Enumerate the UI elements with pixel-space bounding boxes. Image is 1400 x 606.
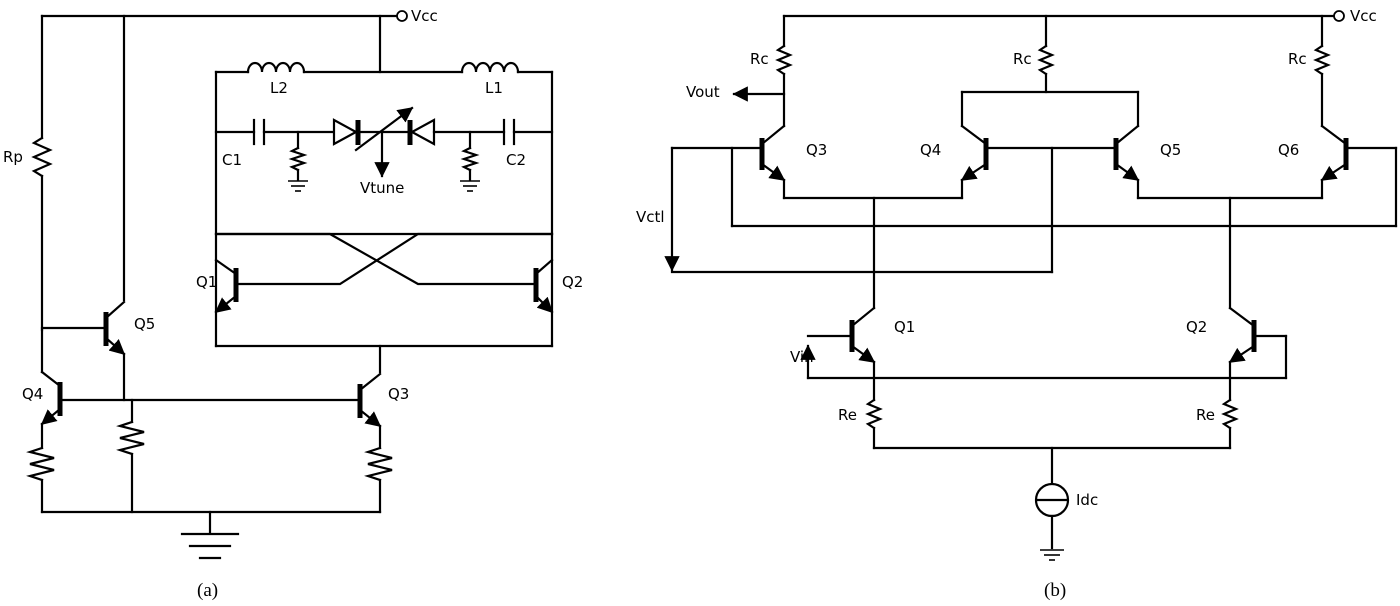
vcc-terminal-b <box>1333 10 1345 22</box>
re-label-left: Re <box>838 406 857 424</box>
q5-label-b: Q5 <box>1160 141 1181 159</box>
rp-resistor: Rp <box>3 14 53 332</box>
rp-label: Rp <box>3 148 23 166</box>
q3-label-b: Q3 <box>806 141 827 159</box>
q5-label-a: Q5 <box>134 315 155 333</box>
idc-current-source: Idc <box>1034 446 1098 561</box>
caption-b: (b) <box>1044 580 1066 601</box>
vcc-label-b: Vcc <box>1350 7 1377 25</box>
rc-label-right: Rc <box>1288 50 1307 68</box>
q6-label-b: Q6 <box>1278 141 1299 159</box>
rc-label-left: Rc <box>750 50 769 68</box>
q2-transistor-b: Q2 <box>1186 306 1288 402</box>
vout-output: Vout <box>686 83 786 102</box>
q4-label-b: Q4 <box>920 141 941 159</box>
l1-label: L1 <box>485 79 503 97</box>
cross-coupled-pair: Q1 Q2 <box>196 232 583 348</box>
q3-transistor-b: Q3 <box>759 124 827 200</box>
vin-label: Vin <box>790 348 814 366</box>
caption-a: (a) <box>197 580 218 601</box>
vcc-label-a: Vcc <box>411 7 438 25</box>
q4-emitter-resistor <box>26 422 55 514</box>
vcc-rail-a: Vcc <box>40 7 438 74</box>
diagram-b: Vcc Rc Rc Rc Vout <box>636 7 1398 601</box>
q4-label-a: Q4 <box>22 385 43 403</box>
c2-label: C2 <box>506 151 526 169</box>
q6-transistor-b: Q6 <box>1278 124 1349 200</box>
q2-label-a: Q2 <box>562 273 583 291</box>
q4-transistor-a: Q4 <box>22 328 362 426</box>
capacitor-varactor-row: C1 Vtune <box>214 106 554 197</box>
vtune-label: Vtune <box>360 179 404 197</box>
middle-bias-resistor <box>116 398 145 514</box>
q4-transistor-b: Q4 <box>920 124 989 200</box>
re-label-right: Re <box>1196 406 1215 424</box>
re-resistors: Re Re <box>838 398 1239 450</box>
q3-transistor-a: Q3 <box>357 344 409 514</box>
vctl-label: Vctl <box>636 208 665 226</box>
q1-label-b: Q1 <box>894 318 915 336</box>
q1-transistor-b: Q1 <box>806 306 915 402</box>
rc-label-middle: Rc <box>1013 50 1032 68</box>
vout-label: Vout <box>686 83 720 101</box>
base-wiring: Vctl <box>636 146 1398 274</box>
q5-transistor-b: Q5 <box>1113 124 1181 200</box>
ground-a <box>40 510 382 560</box>
rc-resistors: Rc Rc Rc <box>750 14 1331 128</box>
q2-label-b: Q2 <box>1186 318 1207 336</box>
vcc-rail-b: Vcc <box>782 7 1377 25</box>
q5-transistor-a: Q5 <box>40 14 155 402</box>
vcc-terminal-a <box>396 10 408 22</box>
q3-label-a: Q3 <box>388 385 409 403</box>
vin-input: Vin <box>790 344 1288 380</box>
diagram-a: Vcc Rp Q5 Q4 <box>3 7 583 601</box>
l2-label: L2 <box>270 79 288 97</box>
q1-label-a: Q1 <box>196 273 217 291</box>
idc-label: Idc <box>1076 491 1098 509</box>
tank-inductors: L2 L1 <box>214 61 554 97</box>
c1-label: C1 <box>222 151 242 169</box>
